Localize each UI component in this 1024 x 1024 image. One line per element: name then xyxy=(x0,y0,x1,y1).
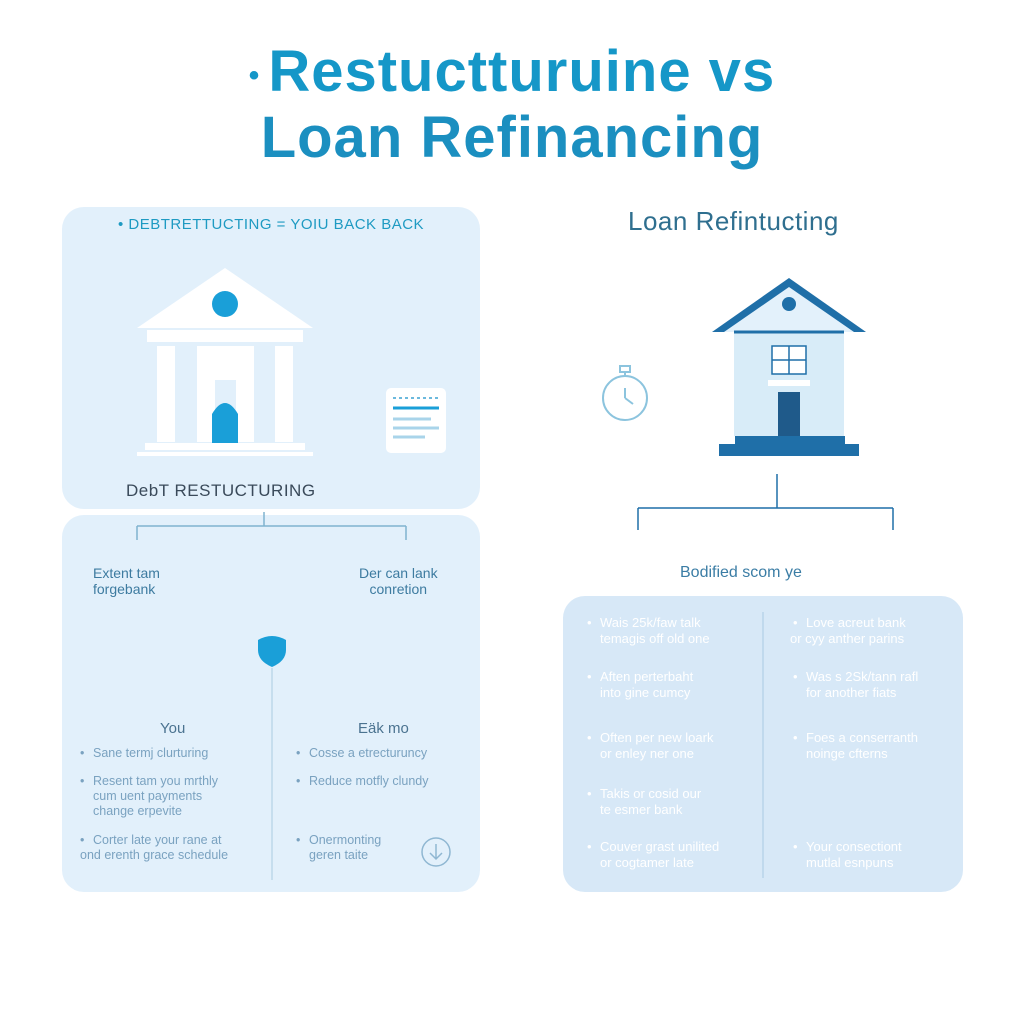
branch-right-line-1: Der can lank xyxy=(359,565,438,581)
debt-restructuring-label: DebT RESTUCTURING xyxy=(126,481,316,500)
list-item: Sane termj clurturing xyxy=(80,746,208,761)
column-heading-bank: Eäk mo xyxy=(358,720,409,737)
debt-restructuring-details-panel xyxy=(62,515,480,892)
bank-building-icon xyxy=(137,268,313,456)
branch-right-line-2: conretion xyxy=(369,581,428,597)
branch-left-line-2: forgebank xyxy=(93,581,156,597)
title-line-1-text: Restuctturuine vs xyxy=(268,39,776,104)
branch-right-label: Der can lank conretion xyxy=(359,565,438,597)
loan-refinancing-title: Loan Refintucting xyxy=(628,206,839,236)
document-card-icon xyxy=(386,388,446,453)
column-heading-you: You xyxy=(160,720,186,737)
page-title-line-1: •Restuctturuine vs xyxy=(0,38,1024,105)
debt-restructuring-panel xyxy=(62,207,480,509)
left-branch-connector xyxy=(136,512,407,540)
page-title-line-2: Loan Refinancing xyxy=(260,105,764,170)
branch-left-label: Extent tam forgebank xyxy=(93,565,160,597)
download-circle-icon xyxy=(421,837,451,867)
stopwatch-icon xyxy=(602,365,648,421)
list-item: Reduce motfly clundy xyxy=(296,774,428,789)
title-bullet: • xyxy=(248,58,261,92)
right-branch-connector xyxy=(637,474,894,530)
branch-left-line-1: Extent tam xyxy=(93,565,160,581)
shield-icon xyxy=(258,636,286,667)
house-icon xyxy=(712,278,866,456)
debt-restructuring-header: • DEBTRETTUCTING = YOIU BACK BACK xyxy=(117,216,425,233)
list-item: Cosse a etrecturuncy xyxy=(296,746,427,761)
loan-refinancing-subtitle: Bodified scom ye xyxy=(680,564,802,581)
